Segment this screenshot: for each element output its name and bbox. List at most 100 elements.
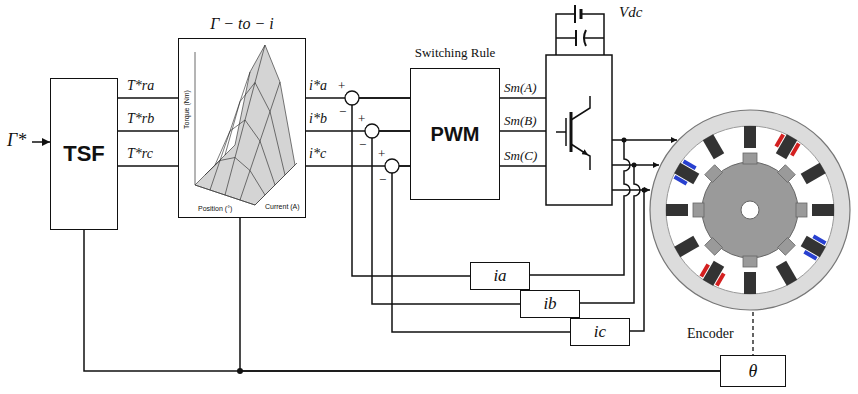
srm-motor bbox=[790, 142, 800, 156]
axis-label: Position (°) bbox=[197, 205, 233, 212]
current-tap-wire bbox=[530, 140, 630, 275]
dc-source bbox=[575, 30, 577, 46]
dc-source bbox=[584, 30, 586, 46]
signal-connector bbox=[84, 230, 720, 371]
torque-to-current-block: Γ − to − i bbox=[178, 38, 306, 218]
srm-motor bbox=[673, 133, 826, 286]
srm-motor bbox=[801, 163, 826, 184]
tsf-block: TSF bbox=[50, 78, 118, 230]
srm-motor bbox=[778, 165, 796, 183]
srm-motor bbox=[741, 201, 759, 219]
torque-surface-plot bbox=[195, 185, 255, 205]
srm-motor bbox=[778, 238, 796, 256]
tap-dot bbox=[632, 163, 637, 168]
dc-source bbox=[574, 5, 576, 23]
torque-surface-plot bbox=[205, 158, 265, 196]
block-heading: Switching Rule bbox=[413, 45, 498, 61]
srm-motor bbox=[702, 162, 798, 258]
inverter-igbt bbox=[588, 155, 590, 170]
block-label: ic bbox=[594, 322, 606, 342]
srm-motor bbox=[743, 153, 757, 164]
block-heading: Γ − to − i bbox=[208, 15, 276, 33]
inverter-igbt bbox=[565, 118, 567, 146]
srm-motor bbox=[743, 256, 757, 267]
dc-source bbox=[584, 37, 604, 39]
gate-signal-label: Sm(A) bbox=[503, 80, 538, 96]
torque-surface-plot bbox=[255, 163, 297, 205]
srm-motor bbox=[705, 165, 723, 183]
signal-label: T*ra bbox=[126, 78, 155, 94]
block-label: θ bbox=[749, 361, 758, 382]
srm-motor bbox=[796, 203, 807, 217]
summing-junction bbox=[345, 91, 359, 105]
dc-source bbox=[556, 5, 604, 55]
input-wire bbox=[32, 141, 50, 143]
inverter-igbt bbox=[546, 55, 612, 205]
srm-motor bbox=[666, 204, 688, 216]
torque-surface-plot bbox=[195, 52, 196, 185]
tap-dot bbox=[622, 138, 647, 193]
srm-motor bbox=[803, 250, 817, 260]
signal-connector bbox=[118, 165, 178, 167]
signal-label: i*c bbox=[308, 146, 327, 162]
inverter-igbt bbox=[571, 96, 590, 120]
tap-dot bbox=[642, 188, 647, 193]
signal-label: T*rc bbox=[126, 146, 154, 162]
inverter-igbt bbox=[556, 131, 566, 133]
inverter-igbt bbox=[570, 112, 573, 152]
signal-connector bbox=[240, 218, 720, 371]
inverter-igbt bbox=[556, 96, 590, 170]
srm-motor bbox=[812, 204, 834, 216]
position-box: θ bbox=[720, 355, 786, 387]
srm-motor bbox=[699, 263, 709, 277]
torque-surface-plot bbox=[195, 45, 295, 205]
torque-surface-plot bbox=[225, 83, 285, 176]
gate-signal-wire bbox=[500, 130, 546, 132]
srm-motor bbox=[650, 110, 850, 310]
torque-surface-plot bbox=[235, 45, 295, 165]
encoder-link bbox=[752, 312, 753, 355]
dc-source bbox=[581, 14, 604, 55]
torque-surface-plot bbox=[195, 45, 297, 205]
gate-signal-wire bbox=[500, 165, 546, 167]
gate-signal-wire bbox=[500, 98, 546, 166]
srm-motor bbox=[715, 272, 725, 286]
inverter-igbt bbox=[546, 55, 612, 205]
pwm-block: Switching RulePWM bbox=[410, 68, 500, 200]
srm-motor bbox=[674, 236, 699, 257]
current-tap-wire bbox=[580, 165, 640, 303]
srm-motor bbox=[693, 203, 704, 217]
sign-mark: − bbox=[378, 172, 387, 188]
current-sensor-box: ib bbox=[520, 290, 580, 318]
dc-source bbox=[556, 37, 576, 39]
srm-motor bbox=[673, 175, 687, 185]
sign-mark: − bbox=[338, 104, 347, 120]
srm-motor bbox=[682, 159, 696, 169]
current-sensor-box: ic bbox=[570, 318, 630, 346]
signal-connector bbox=[118, 130, 178, 132]
srm-motor bbox=[666, 126, 834, 294]
signal-label: i*b bbox=[308, 111, 328, 127]
gate-signal-label: Sm(C) bbox=[503, 148, 538, 164]
torque-surface-plot bbox=[215, 120, 275, 185]
srm-motor bbox=[703, 134, 724, 159]
signal-label: i*a bbox=[308, 78, 328, 94]
srm-motor bbox=[774, 133, 784, 147]
sign-mark: + bbox=[357, 111, 366, 127]
srm-motor bbox=[744, 126, 756, 148]
srm-motor bbox=[666, 126, 834, 294]
signal-connector bbox=[118, 97, 178, 99]
block-label: PWM bbox=[431, 123, 480, 146]
srm-motor bbox=[744, 272, 756, 294]
srm-motor bbox=[693, 153, 807, 267]
srm-motor bbox=[705, 238, 723, 256]
sign-mark: − bbox=[358, 137, 367, 153]
current-sensor-box: ia bbox=[470, 262, 530, 290]
signal-label: T*rb bbox=[126, 111, 155, 127]
summing-junction bbox=[365, 124, 379, 138]
srm-motor bbox=[812, 234, 826, 244]
sign-mark: + bbox=[377, 146, 386, 162]
block-label: ia bbox=[493, 266, 506, 286]
axis-label: Current (A) bbox=[264, 203, 301, 210]
gate-signal-wire bbox=[500, 97, 546, 99]
